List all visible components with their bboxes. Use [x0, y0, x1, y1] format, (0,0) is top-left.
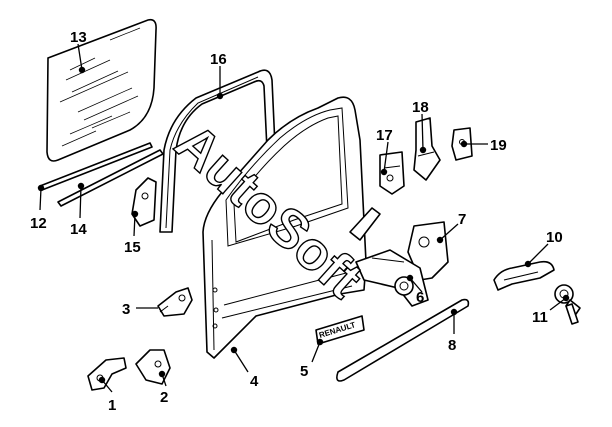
part-3-check-strap [157, 287, 193, 317]
part-5-badge: RENAULT [315, 315, 365, 345]
callout-1: 1 [108, 397, 116, 414]
callout-11: 11 [532, 309, 548, 326]
callout-8: 8 [448, 337, 456, 354]
part-17-latch [379, 151, 405, 195]
part-6-lock-cylinder [394, 276, 414, 296]
callout-2: 2 [160, 389, 168, 406]
part-10-outside-handle [493, 260, 555, 291]
callout-3: 3 [122, 301, 130, 318]
part-11-lock-barrel [554, 284, 581, 325]
part-4-door-shell [202, 96, 367, 359]
leader-lines [37, 43, 570, 393]
part-15-hinge-plate [131, 177, 157, 227]
callout-18: 18 [412, 99, 429, 116]
part-14-strip [57, 149, 164, 207]
part-8-moulding [336, 298, 470, 382]
callout-10: 10 [546, 229, 563, 246]
part-18-latch [413, 117, 441, 181]
callout-12: 12 [30, 215, 47, 232]
callout-17: 17 [376, 127, 393, 144]
callout-7: 7 [458, 211, 466, 228]
callout-15: 15 [124, 239, 141, 256]
callout-19: 19 [490, 137, 507, 154]
callout-13: 13 [70, 29, 87, 46]
callout-14: 14 [70, 221, 87, 238]
callout-16: 16 [210, 51, 227, 68]
callout-5: 5 [300, 363, 308, 380]
callout-6: 6 [416, 289, 424, 306]
callout-labels: 13 16 12 14 15 17 18 19 7 6 10 11 8 5 4 … [30, 29, 563, 414]
part-13-window-glass [46, 18, 157, 162]
callout-4: 4 [250, 373, 259, 390]
part-7-lock-mechanism [349, 207, 449, 307]
part-2-hinge [135, 349, 171, 385]
